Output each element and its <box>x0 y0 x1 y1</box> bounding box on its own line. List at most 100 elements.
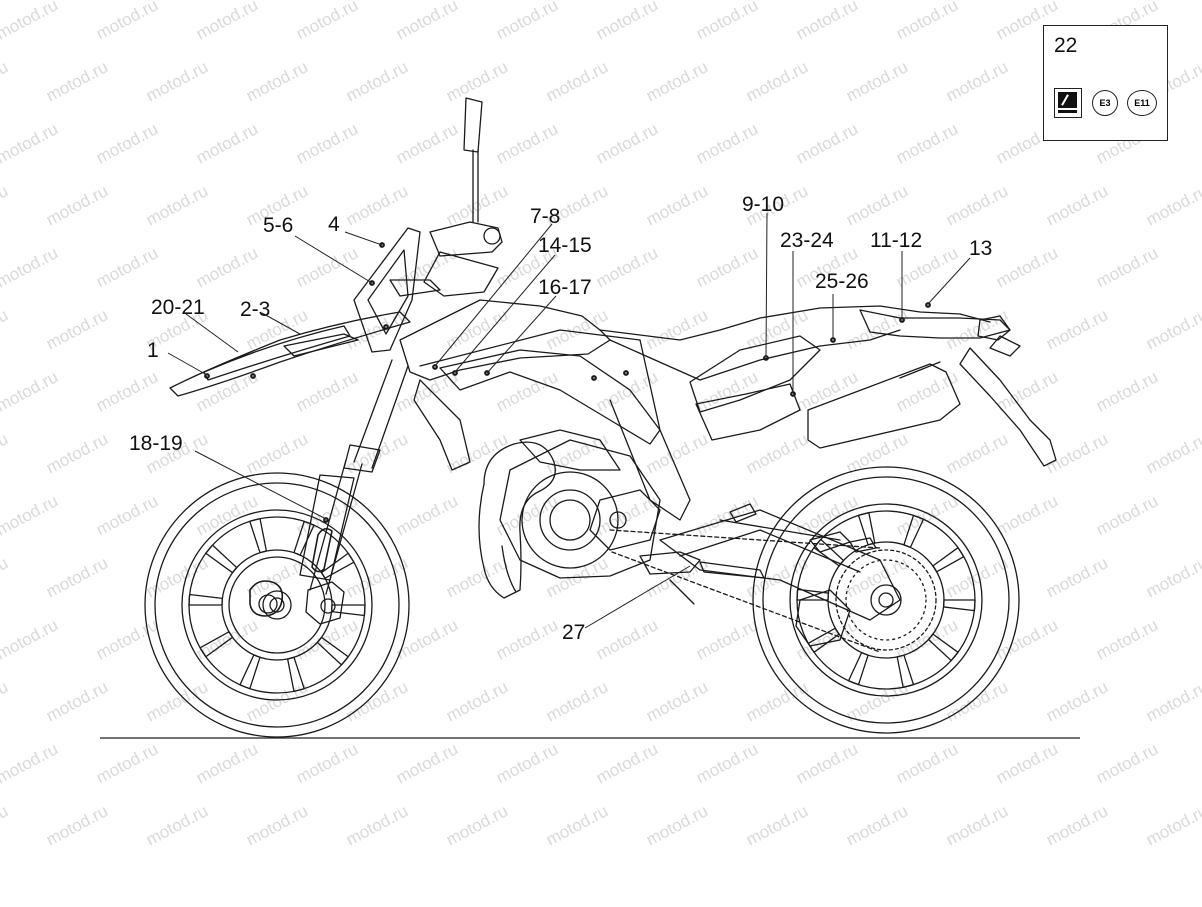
wheel-spoke <box>286 656 305 692</box>
callout-18-19: 18-19 <box>129 432 183 455</box>
watermark-text: motod.ru <box>193 615 261 663</box>
wheel-spoke <box>932 547 965 573</box>
watermark-text: motod.ru <box>793 491 861 539</box>
watermark-text: motod.ru <box>93 491 161 539</box>
watermark-text: motod.ru <box>293 119 361 167</box>
watermark-text: motod.ru <box>593 243 661 291</box>
callout-7-8: 7-8 <box>530 205 561 228</box>
watermark-text: motod.ru <box>893 119 961 167</box>
watermark-text: motod.ru <box>243 57 311 105</box>
watermark-text: motod.ru <box>43 305 111 353</box>
watermark-layer: motod.ru motod.ru motod.ru motod.ru motod.ru… <box>0 0 1202 850</box>
watermark-text: motod.ru <box>0 367 61 415</box>
watermark-text: motod.ru <box>193 243 261 291</box>
watermark-text: motod.ru <box>393 491 461 539</box>
watermark-text: motod.ru <box>0 0 61 44</box>
wheel-spoke <box>903 514 925 549</box>
watermark-text: motod.ru <box>943 801 1011 849</box>
watermark-text: motod.ru <box>0 305 11 353</box>
drive-chain <box>609 529 881 653</box>
watermark-text: motod.ru <box>843 801 911 849</box>
callout-9-10: 9-10 <box>742 193 785 216</box>
front-fender <box>169 311 411 397</box>
callout-2-3: 2-3 <box>240 298 271 321</box>
watermark-text: motod.ru <box>393 739 461 787</box>
watermark-text: motod.ru <box>1043 429 1111 477</box>
wheel-spoke <box>249 518 268 554</box>
watermark-text: motod.ru <box>243 677 311 725</box>
watermark-text: motod.ru <box>993 739 1061 787</box>
rear-wheel <box>752 466 1020 734</box>
headlight-mask <box>353 227 421 353</box>
wheel-spoke <box>796 588 830 601</box>
e11-mark-icon: E11 <box>1127 90 1157 116</box>
watermark-text: motod.ru <box>743 429 811 477</box>
wheel-spoke <box>847 651 869 686</box>
watermark-text: motod.ru <box>0 119 61 167</box>
part-22-legend: 22 E3 E11 <box>1043 25 1168 141</box>
wheel-spoke <box>293 520 315 556</box>
watermark-text: motod.ru <box>693 367 761 415</box>
watermark-text: motod.ru <box>393 615 461 663</box>
watermark-text: motod.ru <box>0 429 11 477</box>
watermark-text: motod.ru <box>293 367 361 415</box>
callout-27: 27 <box>562 621 586 644</box>
watermark-text: motod.ru <box>793 739 861 787</box>
callout-16-17: 16-17 <box>538 276 592 299</box>
watermark-text: motod.ru <box>0 677 11 725</box>
watermark-text: motod.ru <box>393 367 461 415</box>
watermark-text: motod.ru <box>843 181 911 229</box>
watermark-text: motod.ru <box>1043 305 1111 353</box>
watermark-text: motod.ru <box>343 677 411 725</box>
watermark-text: motod.ru <box>643 801 711 849</box>
watermark-text: motod.ru <box>1043 677 1111 725</box>
watermark-text: motod.ru <box>993 491 1061 539</box>
watermark-text: motod.ru <box>143 57 211 105</box>
watermark-text: motod.ru <box>943 305 1011 353</box>
frame-and-bodywork <box>399 299 1057 521</box>
watermark-text: motod.ru <box>693 739 761 787</box>
watermark-text: motod.ru <box>1143 553 1202 601</box>
watermark-text: motod.ru <box>693 119 761 167</box>
swingarm <box>659 509 901 621</box>
watermark-text: motod.ru <box>193 119 261 167</box>
watermark-text: motod.ru <box>443 429 511 477</box>
watermark-text: motod.ru <box>943 677 1011 725</box>
watermark-text: motod.ru <box>643 677 711 725</box>
watermark-text: motod.ru <box>43 429 111 477</box>
watermark-text: motod.ru <box>93 0 161 44</box>
watermark-text: motod.ru <box>543 677 611 725</box>
watermark-text: motod.ru <box>243 429 311 477</box>
watermark-text: motod.ru <box>93 615 161 663</box>
watermark-text: motod.ru <box>493 739 561 787</box>
wheel-spoke <box>239 654 261 690</box>
watermark-text: motod.ru <box>1043 553 1111 601</box>
handlebar <box>389 97 503 297</box>
watermark-text: motod.ru <box>293 243 361 291</box>
wheel-spoke <box>320 552 355 579</box>
watermark-text: motod.ru <box>43 801 111 849</box>
watermark-text: motod.ru <box>93 367 161 415</box>
watermark-text: motod.ru <box>693 243 761 291</box>
watermark-text: motod.ru <box>0 615 61 663</box>
callout-25-26: 25-26 <box>815 270 869 293</box>
watermark-text: motod.ru <box>93 739 161 787</box>
watermark-text: motod.ru <box>943 181 1011 229</box>
watermark-text: motod.ru <box>1093 243 1161 291</box>
exhaust-pipe <box>478 441 556 599</box>
watermark-text: motod.ru <box>693 615 761 663</box>
watermark-text: motod.ru <box>243 553 311 601</box>
footpeg <box>639 551 701 575</box>
watermark-text: motod.ru <box>643 305 711 353</box>
watermark-text: motod.ru <box>193 0 261 44</box>
watermark-text: motod.ru <box>393 119 461 167</box>
watermark-text: motod.ru <box>943 553 1011 601</box>
callout-5-6: 5-6 <box>263 214 294 237</box>
watermark-text: motod.ru <box>643 57 711 105</box>
watermark-text: motod.ru <box>1093 739 1161 787</box>
wheel-spoke <box>813 538 845 567</box>
watermark-text: motod.ru <box>743 57 811 105</box>
watermark-text: motod.ru <box>743 801 811 849</box>
watermark-text: motod.ru <box>143 801 211 849</box>
watermark-text: motod.ru <box>943 429 1011 477</box>
